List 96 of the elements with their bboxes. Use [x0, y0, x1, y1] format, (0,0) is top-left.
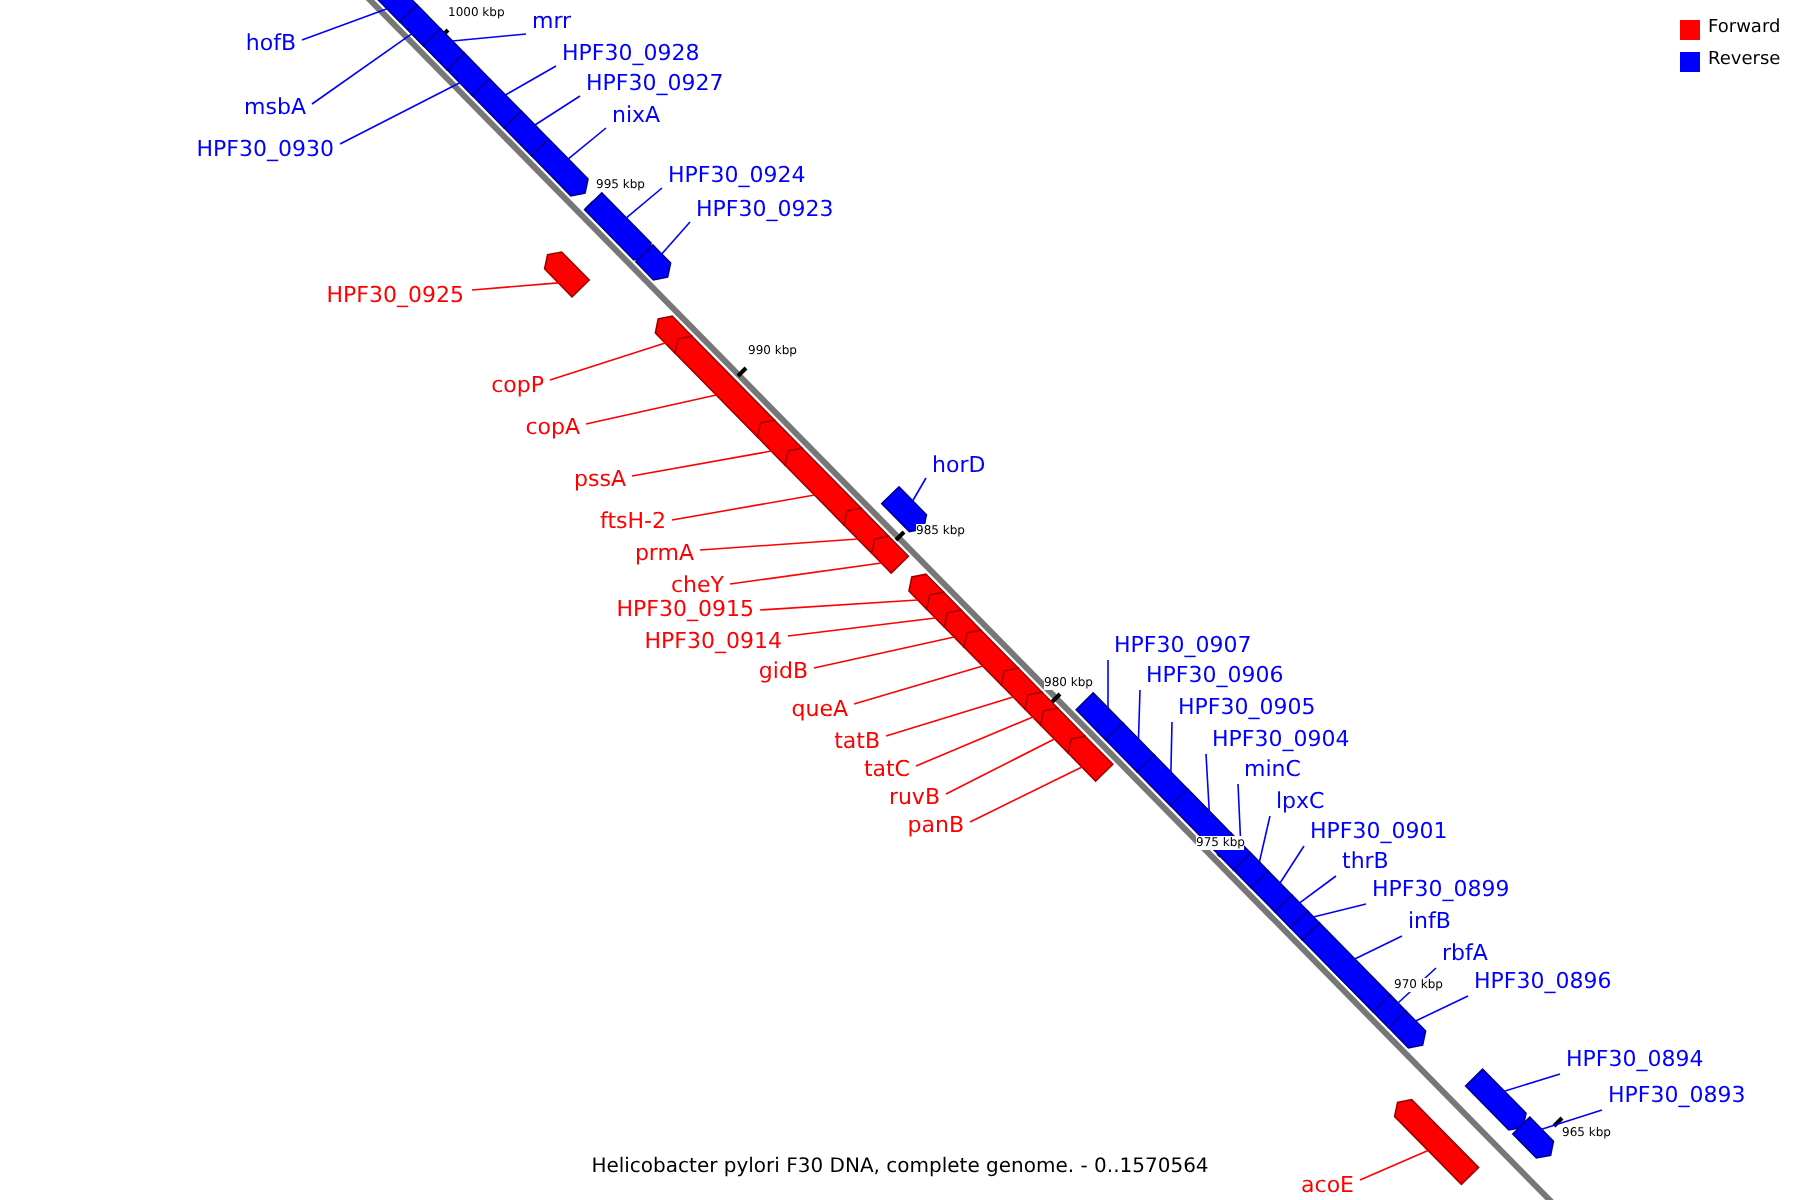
gene-label: thrB — [1342, 848, 1389, 874]
leader-line — [339, 82, 461, 145]
gene-label: HPF30_0930 — [196, 136, 334, 162]
gene-label: HPF30_0925 — [326, 282, 464, 308]
leader-line — [1298, 875, 1337, 904]
gene-label: HPF30_0894 — [1566, 1046, 1704, 1072]
gene-label: copA — [525, 414, 580, 440]
leader-line — [585, 394, 718, 425]
leader-line — [1312, 903, 1367, 918]
leader-line — [1414, 995, 1469, 1022]
leader-line — [787, 617, 937, 637]
gene-label: mrr — [532, 8, 572, 34]
leader-line — [471, 282, 560, 291]
gene-block — [1067, 735, 1114, 783]
gene-label: panB — [907, 812, 964, 838]
gene-label: minC — [1244, 756, 1301, 782]
gene-label: HPF30_0905 — [1178, 694, 1316, 720]
gene-block — [1387, 1009, 1427, 1049]
gene-label: HPF30_0896 — [1474, 968, 1612, 994]
gene-label: horD — [932, 452, 986, 478]
gene-label: tatC — [863, 756, 910, 782]
leader-line — [1279, 845, 1305, 884]
leader-line — [451, 33, 527, 42]
leader-line — [813, 636, 955, 669]
leader-line — [729, 562, 883, 585]
gene-label: hofB — [245, 30, 296, 56]
leader-line — [549, 342, 666, 381]
leader-line — [301, 8, 388, 41]
leader-line — [671, 494, 816, 521]
gene-label: HPF30_0924 — [668, 162, 806, 188]
gene-label: HPF30_0915 — [616, 596, 754, 622]
leader-line — [1107, 659, 1109, 709]
leader-line — [853, 665, 984, 705]
leader-line — [1170, 721, 1173, 773]
gene-label: lpxC — [1276, 788, 1325, 814]
leader-line — [504, 65, 557, 96]
leader-line — [885, 696, 1014, 737]
gene-block — [1301, 921, 1392, 1013]
leader-line — [534, 95, 581, 126]
leader-line — [1137, 689, 1141, 740]
gene-block — [674, 335, 776, 439]
gene-label: HPF30_0901 — [1310, 818, 1448, 844]
gene-label: HPF30_0923 — [696, 196, 834, 222]
gene-block — [1511, 1116, 1555, 1159]
leader-line — [567, 127, 607, 160]
legend-label: Reverse — [1708, 50, 1781, 72]
leader-line — [911, 477, 927, 502]
caption: Helicobacter pylori F30 DNA, complete genome. - 0..1570564 — [591, 1156, 1209, 1178]
gene-block — [634, 243, 672, 281]
leader-line — [1359, 1149, 1429, 1181]
gene-block — [1135, 753, 1189, 807]
leader-line — [311, 33, 413, 105]
gene-label: HPF30_0927 — [586, 70, 724, 96]
gene-block — [530, 137, 589, 197]
gene-label: cheY — [670, 572, 724, 598]
gene-label: nixA — [612, 102, 661, 128]
gene-label: acoE — [1301, 1172, 1354, 1198]
gene-block — [784, 447, 863, 527]
leader-line — [625, 187, 663, 219]
gene-label: pssA — [574, 466, 626, 492]
gene-label: rbfA — [1442, 940, 1488, 966]
gene-block — [963, 629, 1020, 687]
leader-line — [969, 766, 1083, 823]
leader-line — [1353, 935, 1403, 960]
gene-block — [1393, 1098, 1480, 1186]
gene-label: ftsH-2 — [600, 508, 666, 534]
gene-label: infB — [1408, 908, 1451, 934]
gene-label: HPF30_0928 — [562, 40, 700, 66]
gene-block — [543, 251, 591, 298]
gene-block — [1464, 1068, 1527, 1131]
gene-label: HPF30_0904 — [1212, 726, 1350, 752]
leader-line — [1503, 1073, 1561, 1092]
leader-line — [945, 738, 1056, 795]
gene-label: prmA — [634, 540, 694, 566]
gene-label: copP — [491, 372, 544, 398]
leader-line — [631, 450, 773, 477]
leader-line — [915, 716, 1034, 767]
leader-line — [1205, 753, 1211, 812]
gene-block — [870, 535, 910, 575]
gene-label: HPF30_0914 — [644, 628, 782, 654]
leader-line — [660, 221, 691, 255]
leader-line — [1540, 1109, 1603, 1130]
gene-label: tatB — [834, 728, 880, 754]
gene-block — [583, 191, 652, 261]
gene-label: msbA — [244, 94, 306, 120]
gene-label: queA — [791, 696, 848, 722]
gene-label: HPF30_0899 — [1372, 876, 1510, 902]
gene-label: HPF30_0893 — [1608, 1082, 1746, 1108]
leader-line — [759, 599, 919, 611]
gene-label: gidB — [758, 658, 808, 684]
gene-label: ruvB — [888, 784, 940, 810]
legend-label: Forward — [1708, 18, 1781, 40]
leader-line — [699, 538, 859, 551]
gene-label: HPF30_0906 — [1146, 662, 1284, 688]
gene-label: HPF30_0907 — [1114, 632, 1252, 658]
leader-line — [1258, 815, 1271, 863]
